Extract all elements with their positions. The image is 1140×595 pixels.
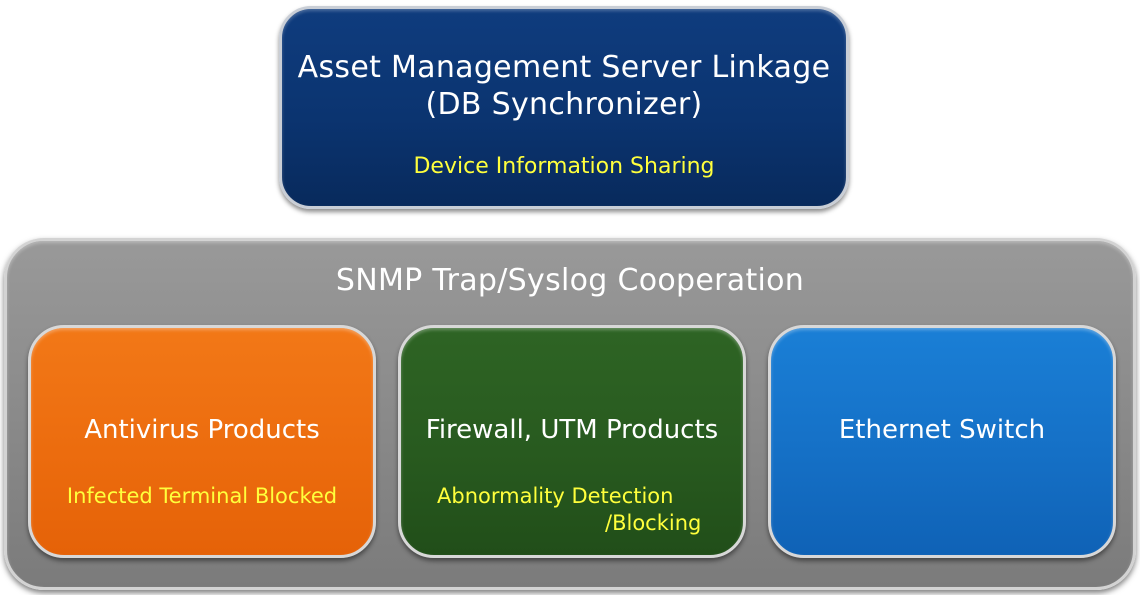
ethernet-switch-title: Ethernet Switch	[838, 415, 1046, 445]
snmp-cooperation-title: SNMP Trap/Syslog Cooperation	[335, 263, 805, 298]
abnormality-detection-label: Abnormality Detection /Blocking	[437, 483, 743, 537]
snmp-cooperation-box: SNMP Trap/Syslog Cooperation Antivirus P…	[4, 238, 1136, 590]
abnormality-detection-line2: /Blocking	[605, 511, 702, 535]
ethernet-switch-box: Ethernet Switch	[768, 325, 1116, 558]
antivirus-products-title: Antivirus Products	[84, 415, 320, 445]
device-information-sharing-label: Device Information Sharing	[413, 154, 715, 179]
abnormality-detection-line1: Abnormality Detection	[437, 484, 674, 508]
asset-management-title: Asset Management Server Linkage (DB Sync…	[282, 49, 846, 123]
firewall-utm-products-title: Firewall, UTM Products	[425, 415, 719, 445]
asset-management-title-line2: (DB Synchronizer)	[425, 87, 703, 122]
asset-management-server-box: Asset Management Server Linkage (DB Sync…	[279, 6, 849, 209]
asset-management-title-line1: Asset Management Server Linkage	[297, 50, 831, 85]
infected-terminal-blocked-label: Infected Terminal Blocked	[66, 484, 338, 508]
antivirus-products-box: Antivirus Products Infected Terminal Blo…	[28, 325, 376, 558]
firewall-utm-products-box: Firewall, UTM Products Abnormality Detec…	[398, 325, 746, 558]
